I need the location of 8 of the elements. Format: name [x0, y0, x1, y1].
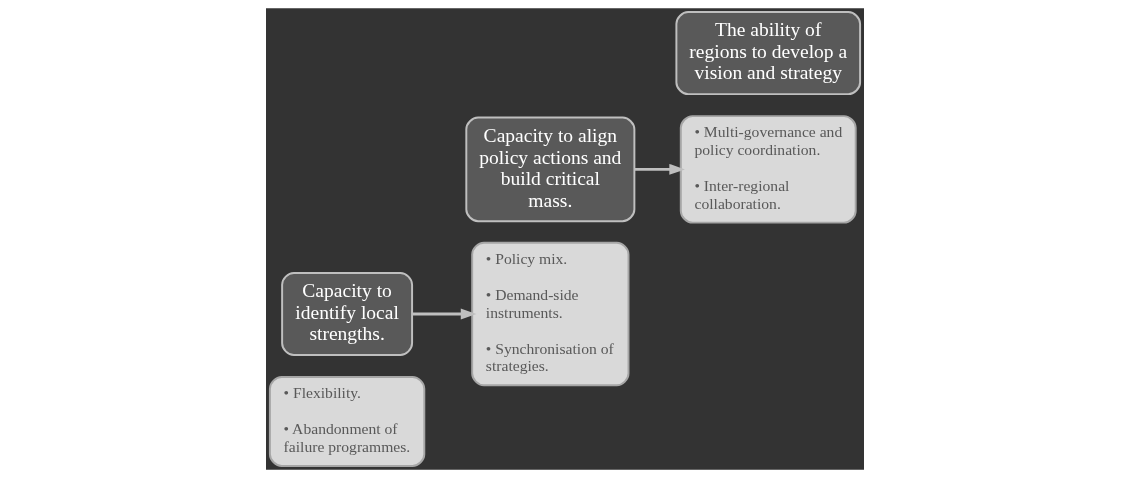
node-box: Capacity to align policy actions and build critical mass. [465, 116, 636, 223]
node-box: • Flexibility. • Abandonment of failure programmes. [268, 376, 426, 467]
arrow [412, 308, 477, 320]
node-box: Capacity to identify local strengths. [281, 272, 414, 356]
node-box: The ability of regions to develop a vision and strategy [675, 11, 862, 96]
node-box: • Multi-governance and policy coordination. • Inter-regional collaboration. [679, 115, 857, 224]
arrow [634, 163, 685, 175]
node-box: • Policy mix. • Demand-side instruments. • Synchronisation of strategies. [471, 241, 630, 387]
